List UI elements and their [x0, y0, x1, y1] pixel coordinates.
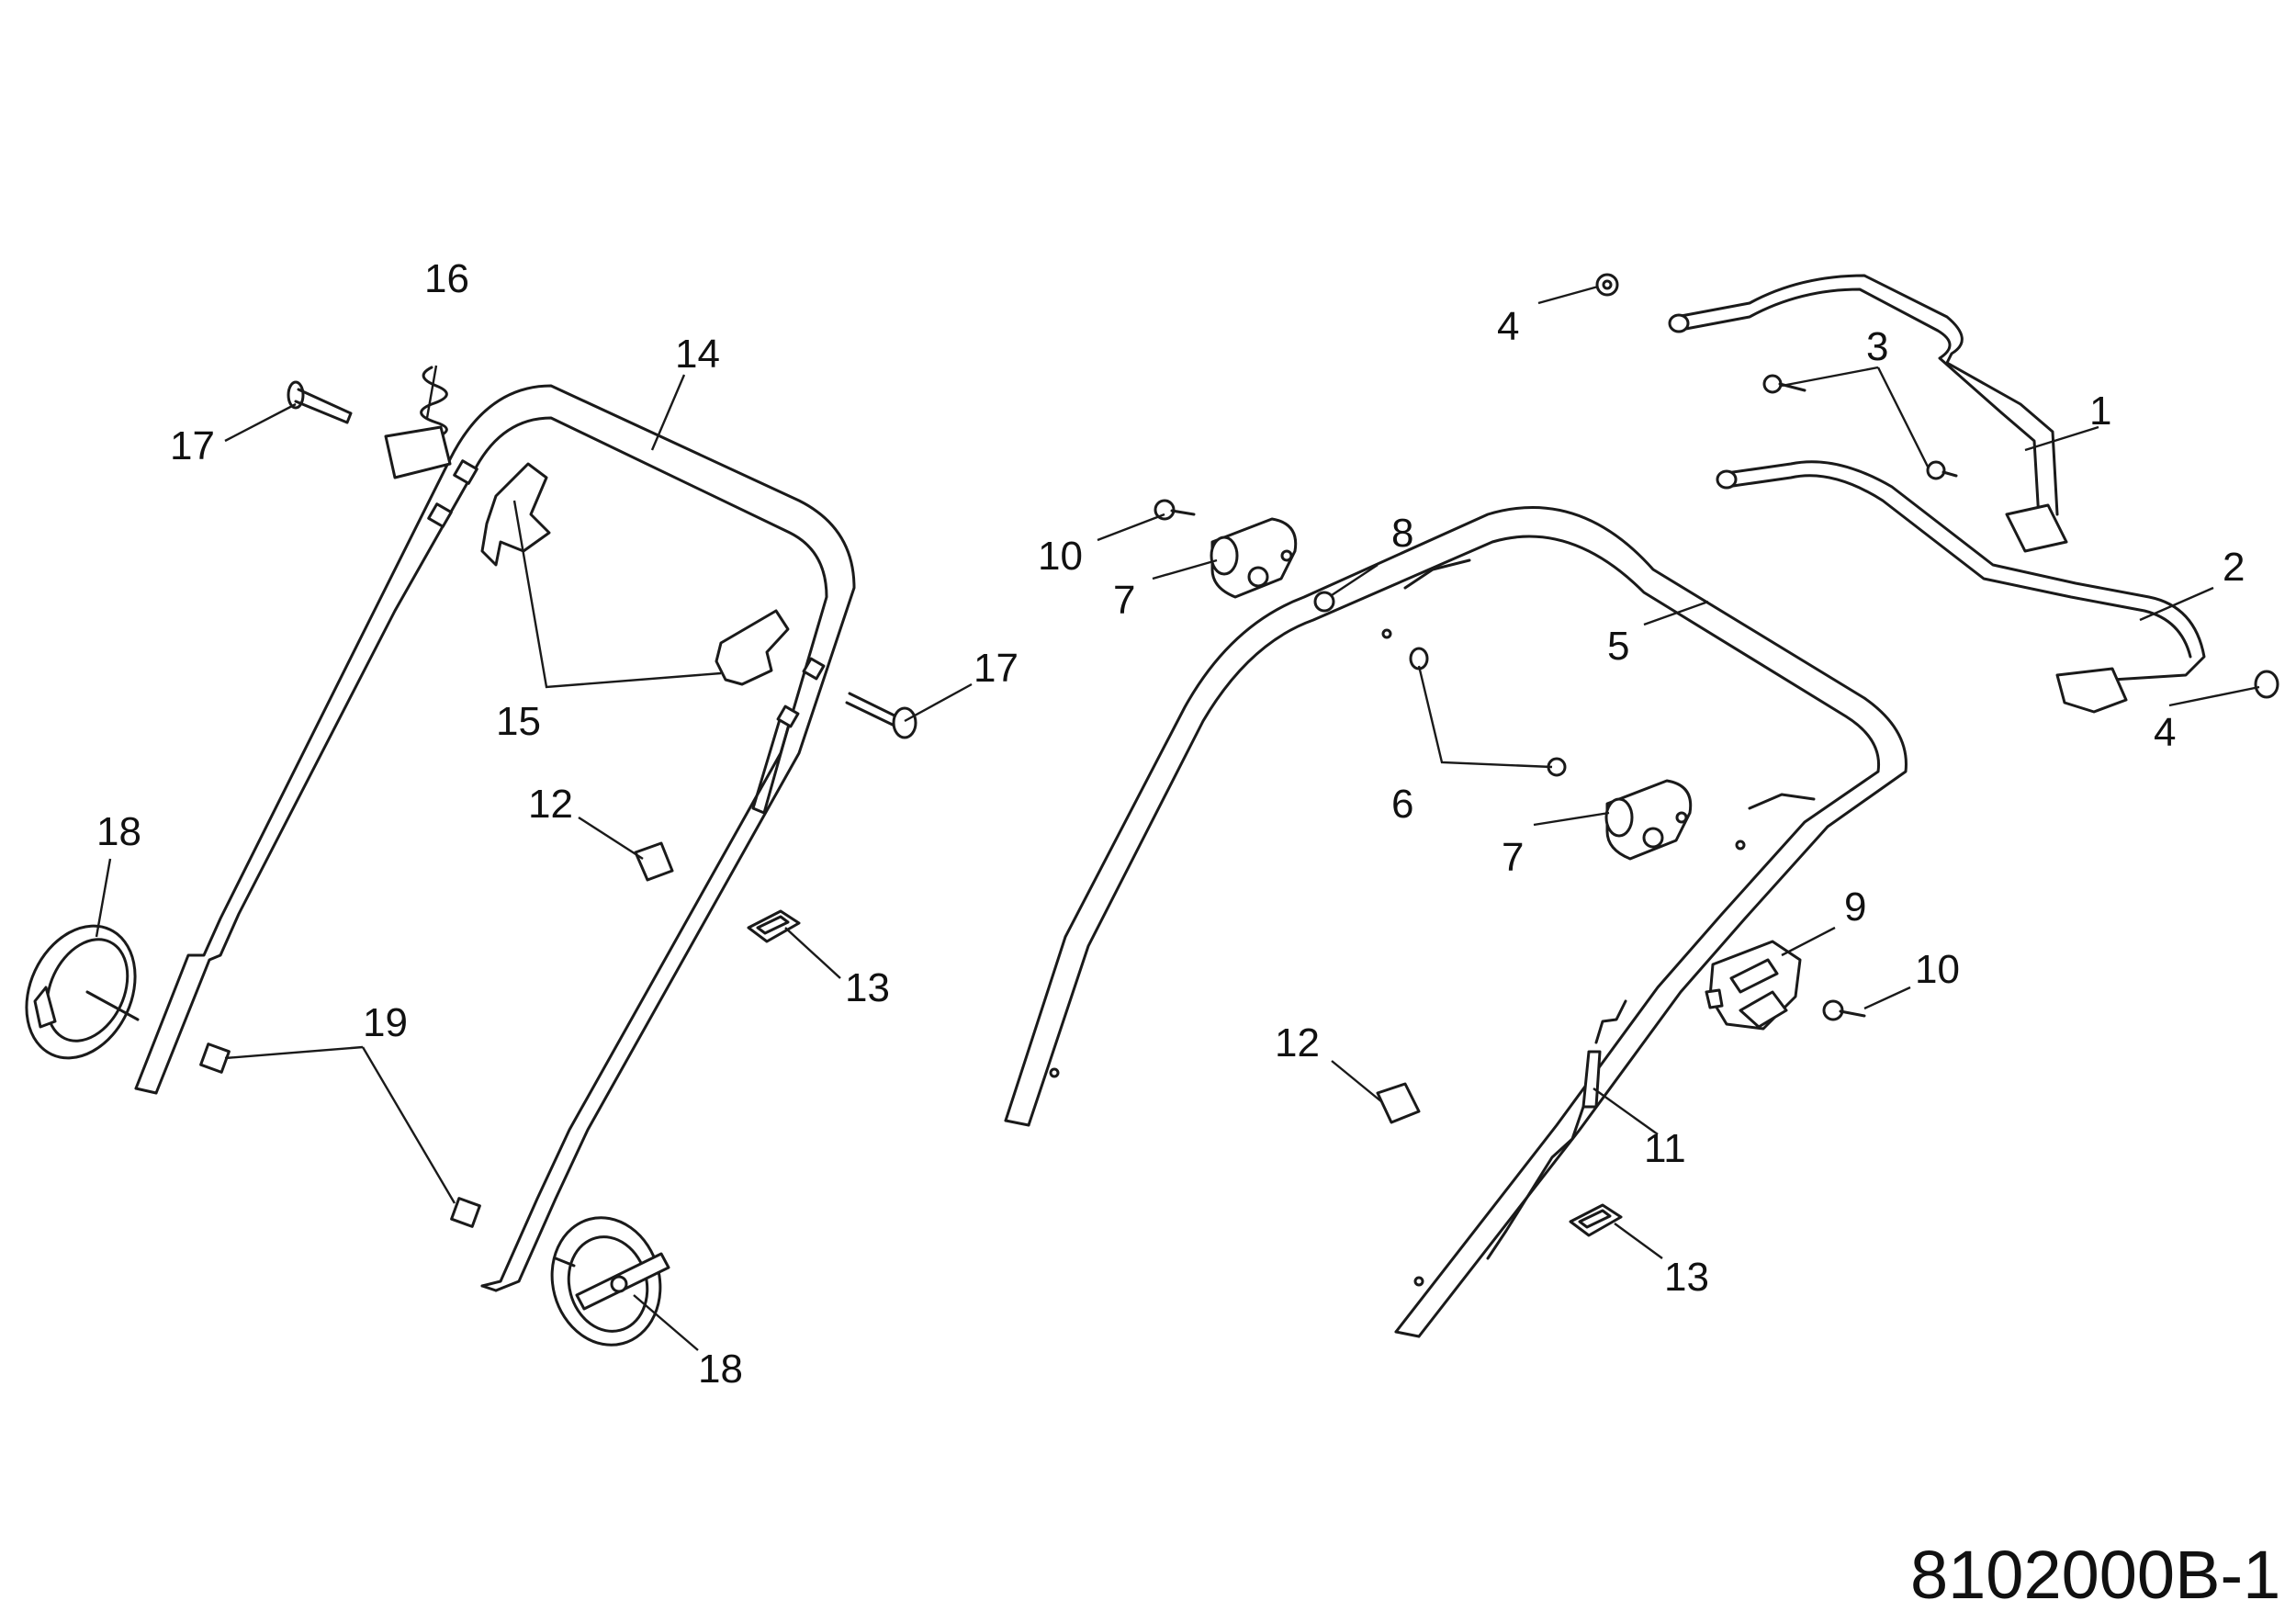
- clip-left: [634, 841, 674, 882]
- wheel-adjuster-left: [25, 924, 140, 1060]
- label-13-left: 13: [845, 965, 890, 1010]
- clip-right: [1376, 1082, 1421, 1124]
- label-8: 8: [1391, 511, 1413, 556]
- switch-box: [1705, 940, 1802, 1031]
- part-labels: 1 2 3 4 4 5 6 7 7 8 9 10 10 11 12 13 14 …: [96, 256, 2245, 1392]
- label-4-right: 4: [2154, 710, 2176, 755]
- pin-upper-left: [287, 380, 353, 424]
- cable-tie-right: [1569, 1203, 1623, 1237]
- label-4-top: 4: [1497, 304, 1519, 349]
- label-11: 11: [1644, 1126, 1686, 1171]
- cable-tie-left: [747, 909, 801, 943]
- control-bar-lower: [1716, 460, 2206, 714]
- label-15: 15: [496, 699, 541, 744]
- clamp-block-lower: [1604, 779, 1693, 861]
- screw-10-right: [1822, 999, 1866, 1021]
- label-5: 5: [1607, 624, 1629, 669]
- label-12-right: 12: [1275, 1020, 1320, 1065]
- label-10-right: 10: [1915, 947, 1960, 992]
- washer-top: [1595, 273, 1619, 297]
- label-3: 3: [1866, 324, 1888, 369]
- label-19: 19: [363, 1000, 408, 1045]
- label-6: 6: [1391, 782, 1413, 827]
- lower-handle-frame: [134, 384, 856, 1292]
- pin-right: [845, 692, 917, 739]
- control-bar-upper: [1668, 274, 2068, 553]
- wheel-adjuster-right: [550, 1216, 670, 1347]
- upper-handle-frame: [1004, 506, 1908, 1338]
- leader-lines: [95, 285, 2260, 1351]
- square-nut-upper: [199, 1043, 231, 1074]
- label-2: 2: [2223, 545, 2245, 590]
- wing-knob-lower: [715, 609, 790, 686]
- spring-bracket: [384, 366, 452, 479]
- nut-6-upper: [1409, 647, 1429, 671]
- clamp-block-upper: [1210, 517, 1298, 599]
- screw-lower: [1926, 460, 1958, 480]
- label-17-right: 17: [974, 646, 1019, 691]
- label-18-right: 18: [698, 1347, 743, 1392]
- label-7-lower: 7: [1502, 835, 1524, 880]
- label-17-left: 17: [170, 423, 215, 468]
- throttle-cable: [1486, 999, 1627, 1260]
- label-9: 9: [1844, 885, 1866, 930]
- square-nut-lower: [450, 1197, 481, 1228]
- label-10-upper: 10: [1038, 534, 1083, 579]
- nut-8: [1313, 591, 1335, 613]
- label-1: 1: [2089, 389, 2111, 434]
- screw-left: [1762, 374, 1806, 394]
- label-12-left: 12: [528, 782, 573, 827]
- screw-10-upper: [1154, 499, 1196, 521]
- label-18-left: 18: [96, 809, 141, 854]
- label-13-right: 13: [1664, 1255, 1709, 1300]
- drawing-number: 8102000B-1: [1910, 1537, 2280, 1613]
- label-7-upper: 7: [1113, 578, 1135, 623]
- label-16: 16: [424, 256, 469, 301]
- label-14: 14: [675, 332, 720, 377]
- washer-right: [2254, 670, 2279, 699]
